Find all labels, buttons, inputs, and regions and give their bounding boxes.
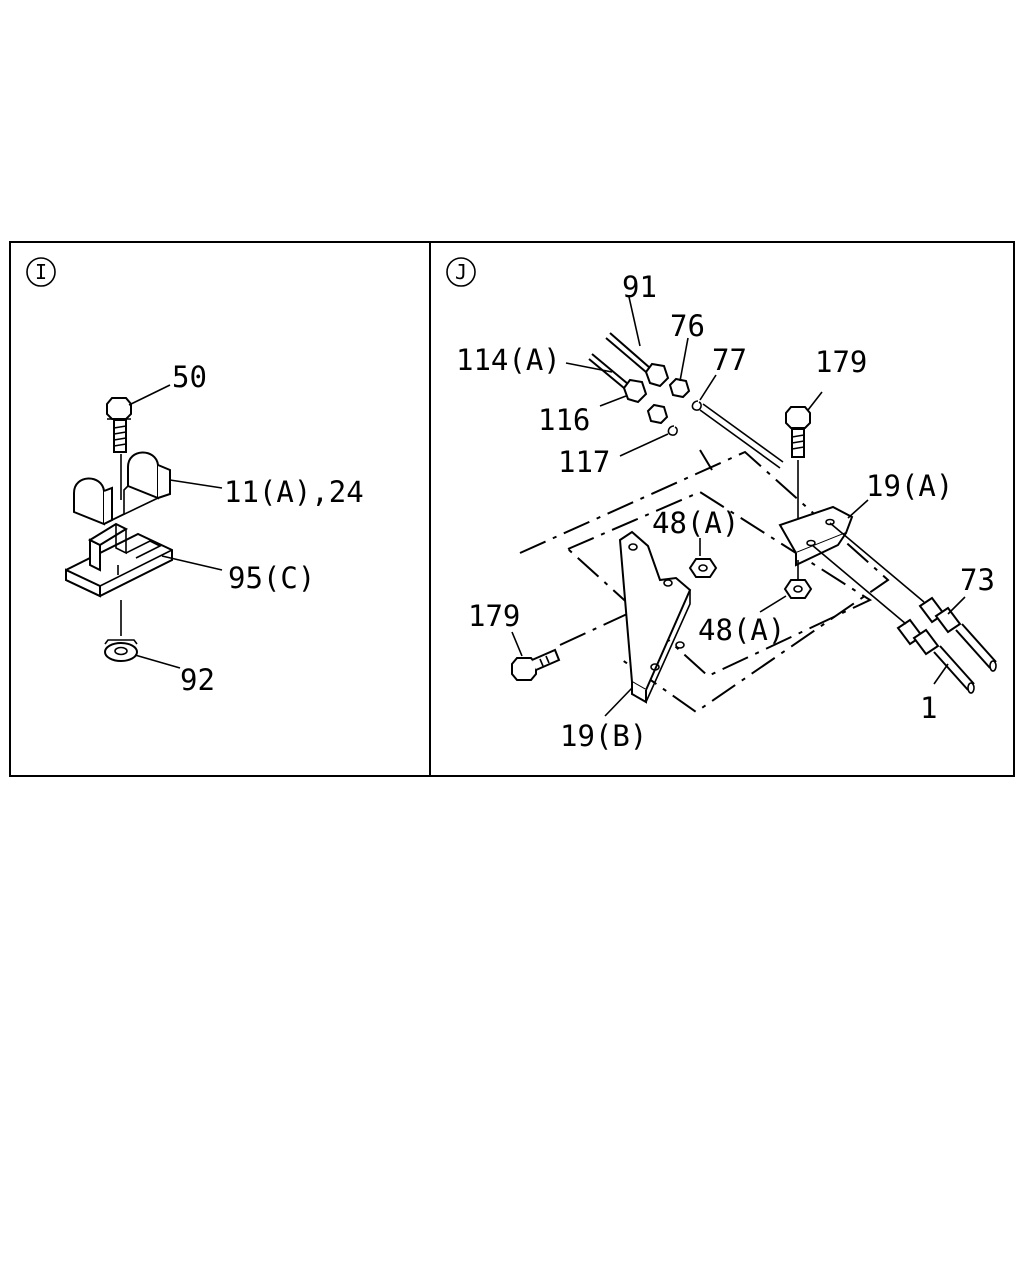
label-73: 73	[960, 563, 995, 597]
nut-48a-mid	[783, 579, 813, 599]
leader-19a	[847, 499, 869, 519]
leader-19b	[604, 687, 633, 717]
bolt-50	[106, 397, 132, 453]
label-48a-top: 48(A)	[652, 506, 739, 540]
label-91: 91	[622, 270, 657, 304]
label-11a-24: 11(A),24	[224, 475, 364, 509]
label-48a-mid: 48(A)	[698, 613, 785, 647]
tube-main	[699, 403, 784, 469]
label-50: 50	[172, 360, 207, 394]
bracket-19a	[778, 505, 854, 567]
label-117: 117	[558, 445, 610, 479]
panel-j: J 91 76 114(A)	[446, 257, 997, 753]
panel-j-id: J	[455, 260, 467, 284]
label-19a: 19(A)	[866, 469, 953, 503]
bracket-19b	[618, 530, 692, 704]
leader-50	[128, 384, 171, 406]
nut-76	[646, 377, 691, 425]
bracket-95c	[65, 522, 173, 598]
panel-i: I 50 11(A),24	[26, 257, 364, 697]
panel-i-id: I	[35, 260, 47, 284]
diagram-frame	[9, 241, 1015, 777]
phantom-lines	[519, 449, 890, 714]
leader-116	[599, 395, 627, 407]
label-1: 1	[920, 691, 937, 725]
bolt-179-top	[785, 406, 811, 458]
clamp-11a-24	[73, 451, 171, 526]
leader-114a	[565, 362, 613, 373]
leader-92	[134, 654, 181, 669]
nut-48a-top	[688, 558, 718, 578]
label-92: 92	[180, 663, 215, 697]
pipe-91	[605, 332, 670, 388]
panel-i-marker: I	[26, 257, 56, 287]
clip-77	[691, 400, 702, 411]
label-77: 77	[712, 343, 747, 377]
leader-77	[699, 374, 717, 401]
leader-91	[628, 296, 641, 347]
leader-48a-mid	[759, 595, 787, 613]
label-114a: 114(A)	[456, 343, 561, 377]
label-95c: 95(C)	[228, 561, 315, 595]
leader-76	[679, 337, 689, 382]
leader-179-top	[807, 391, 823, 411]
clip-117	[667, 425, 678, 436]
label-19b: 19(B)	[560, 719, 647, 753]
tube-lower	[811, 522, 925, 625]
label-179-left: 179	[468, 599, 520, 633]
panel-i-circle	[26, 257, 56, 287]
nut-92	[104, 639, 138, 662]
panel-j-circle	[446, 257, 476, 287]
label-116: 116	[538, 403, 590, 437]
leader-117	[619, 433, 669, 457]
leader-73	[947, 596, 966, 615]
hose-73	[918, 596, 997, 672]
leader-95c	[161, 555, 223, 571]
label-76: 76	[670, 309, 705, 343]
label-179-top: 179	[815, 345, 867, 379]
hose-1	[896, 618, 975, 694]
bolt-179-left	[511, 648, 561, 681]
leader-11a-24	[169, 479, 223, 489]
leader-179-left	[511, 631, 523, 657]
leader-1	[933, 663, 949, 685]
panel-j-marker: J	[446, 257, 476, 287]
pipe-114a	[588, 353, 648, 404]
